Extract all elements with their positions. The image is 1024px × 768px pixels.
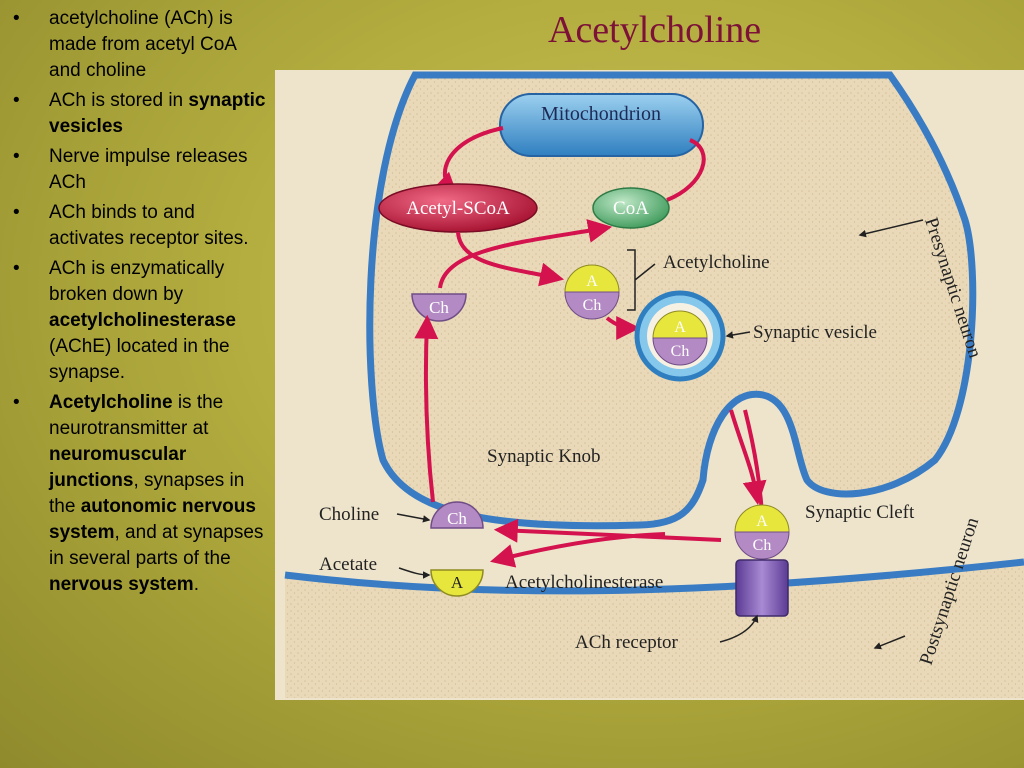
choline-cleft-symbol: Ch [447, 509, 467, 528]
bullet-text: (AChE) located in the synapse. [49, 336, 230, 383]
arrow-release-1 [729, 409, 767, 506]
acetylcholine-diagram-label: Acetylcholine [663, 252, 770, 273]
pointer-presynaptic [858, 219, 924, 238]
acetate-label: Acetate [319, 554, 377, 575]
bullet-text: Nerve impulse releases ACh [49, 146, 248, 193]
arrow-ach-to-vesicle [605, 315, 641, 340]
arrow-coa-to-mito [666, 138, 706, 202]
postsynaptic-membrane [284, 558, 1024, 595]
ach-receptor-label: ACh receptor [575, 632, 679, 653]
pointer-acetate [398, 567, 431, 579]
svg-text:A: A [674, 319, 686, 336]
bullet-text-bold: Acetylcholine [49, 392, 173, 413]
bullet-text: . [193, 574, 199, 595]
svg-text:A: A [756, 513, 768, 530]
ach-molecule-vesicle: A Ch [652, 310, 708, 366]
bullet-text-bold: acetylcholinesterase [49, 310, 236, 331]
bullet-list: acetylcholine (ACh) is made from acetyl … [10, 6, 272, 602]
choline-knob-shape [411, 293, 467, 322]
bullet-text-bold: synaptic vesicles [49, 90, 266, 137]
choline-cleft-shape [430, 501, 484, 529]
acetyl-scoa-label: Acetyl-SCoA [406, 198, 510, 219]
coa-label: CoA [613, 198, 649, 219]
choline-label: Choline [319, 504, 379, 525]
bullet-text: ACh is enzymatically broken down by [49, 258, 225, 305]
pointer-postsynaptic [873, 635, 906, 650]
arrow-ch-to-coa [438, 219, 613, 289]
acetate-symbol: A [451, 573, 464, 592]
bullet-item: ACh is stored in synaptic vesicles [10, 88, 272, 140]
svg-text:A: A [586, 273, 598, 290]
mitochondrion-label: Mitochondrion [541, 103, 661, 125]
bullet-text: ACh is stored in [49, 90, 189, 111]
coa-shape [592, 187, 670, 229]
synaptic-cleft-label: Synaptic Cleft [805, 502, 915, 523]
bullet-text-bold: nervous system [49, 574, 194, 595]
synaptic-vesicle-label: Synaptic vesicle [753, 322, 877, 343]
bullet-text: , synapses in the [49, 470, 245, 517]
arrow-acetylscoa-to-ach [456, 231, 565, 287]
bullet-item: ACh binds to and activates receptor site… [10, 200, 272, 252]
bullet-item: ACh is enzymatically broken down by acet… [10, 256, 272, 386]
ach-molecule-cleft: A Ch [734, 504, 790, 560]
choline-knob-label: Ch [429, 298, 449, 317]
ach-molecule-cytoplasm: A Ch [564, 264, 620, 320]
svg-text:Ch: Ch [583, 297, 602, 314]
acetate-shape [430, 569, 484, 597]
bullet-text: acetylcholine (ACh) is made from acetyl … [49, 8, 236, 81]
arrow-breakdown-choline [493, 518, 722, 543]
bullet-text-bold: neuromuscular junctions [49, 444, 187, 491]
svg-text:Ch: Ch [753, 537, 772, 554]
arrow-choline-reuptake [414, 314, 439, 503]
pointer-ach-receptor [719, 614, 759, 643]
arrow-breakdown-acetate [490, 532, 666, 568]
bracket-acetylcholine [627, 249, 656, 311]
postsynaptic-neuron [285, 562, 1024, 698]
bullet-text: is the neurotransmitter at [49, 392, 224, 439]
pointer-synaptic-vesicle [725, 331, 751, 339]
acetylcholinesterase-label: Acetylcholinesterase [505, 572, 663, 593]
synaptic-knob-label: Synaptic Knob [487, 446, 600, 467]
bullet-text: , and at synapses in several parts of th… [49, 522, 264, 569]
bullet-text: ACh binds to and activates receptor site… [49, 202, 249, 249]
svg-text:Ch: Ch [671, 343, 690, 360]
mitochondrion-shape [499, 93, 704, 157]
bullet-text-bold: autonomic nervous system [49, 496, 256, 543]
synapse-diagram: Mitochondrion Acetyl-SCoA CoA Ch A Ch Ac… [275, 70, 1024, 700]
bullet-item: Acetylcholine is the neurotransmitter at… [10, 390, 272, 598]
pointer-choline [396, 513, 431, 523]
ach-receptor [735, 559, 789, 617]
bullet-item: acetylcholine (ACh) is made from acetyl … [10, 6, 272, 84]
slide-title: Acetylcholine [548, 9, 762, 51]
bullet-item: Nerve impulse releases ACh [10, 144, 272, 196]
